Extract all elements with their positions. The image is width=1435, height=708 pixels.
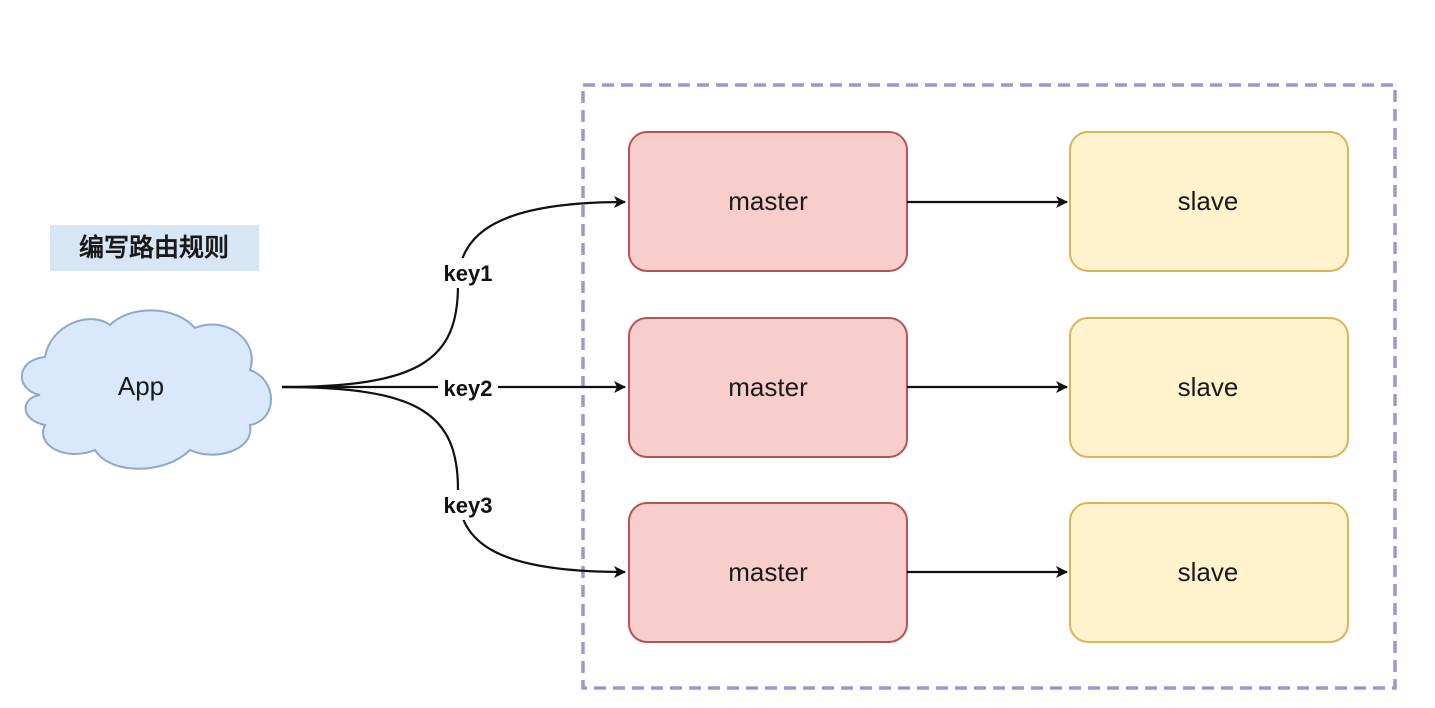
slave-label-2: slave [1178, 372, 1239, 402]
master-node-2[interactable]: master [628, 317, 908, 458]
routing-rule-label-bg [50, 225, 259, 271]
edge-label-key2: key2 [438, 373, 498, 403]
routing-rule-label: 编写路由规则 [50, 225, 259, 271]
slave-node-1[interactable]: slave [1069, 131, 1349, 272]
slave-label-3: slave [1178, 557, 1239, 587]
slave-node-3[interactable]: slave [1069, 502, 1349, 643]
edge-label-key3: key3 [438, 490, 498, 520]
cloud-shape [20, 309, 272, 470]
master-label-3: master [728, 557, 808, 587]
routing-rule-text: 编写路由规则 [79, 233, 229, 262]
svg-text:key2: key2 [444, 376, 493, 401]
app-node[interactable]: App [20, 309, 272, 470]
route-edge-key3 [281, 385, 626, 578]
app-label: App [118, 371, 164, 401]
edge-label-key1: key1 [438, 258, 498, 288]
master-label-2: master [728, 372, 808, 402]
master-node-1[interactable]: master [628, 131, 908, 272]
route-edge-key1 [281, 196, 626, 389]
master-label-1: master [728, 186, 808, 216]
slave-label-1: slave [1178, 186, 1239, 216]
svg-text:key1: key1 [444, 261, 493, 286]
master-node-3[interactable]: master [628, 502, 908, 643]
svg-text:key3: key3 [444, 493, 493, 518]
slave-node-2[interactable]: slave [1069, 317, 1349, 458]
